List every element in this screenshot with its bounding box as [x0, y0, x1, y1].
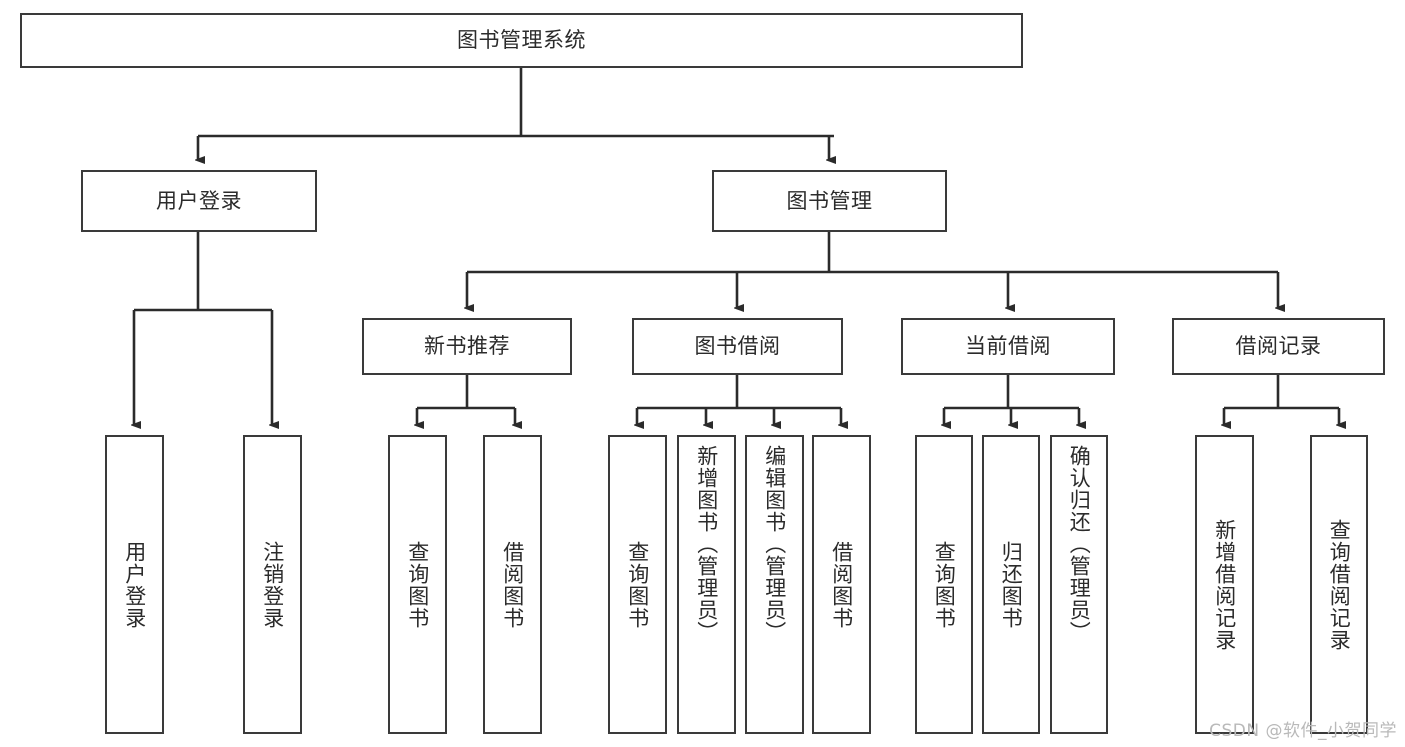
leaf-book-borrow-add[interactable]: 新增图书（管理员）	[677, 435, 736, 734]
node-label: 当前借阅	[965, 334, 1051, 359]
leaf-new-book-borrow[interactable]: 借阅图书	[483, 435, 542, 734]
leaf-book-borrow-edit[interactable]: 编辑图书（管理员）	[745, 435, 804, 734]
leaf-user-login-signin[interactable]: 用户登录	[105, 435, 164, 734]
leaf-borrow-record-query[interactable]: 查询借阅记录	[1310, 435, 1368, 734]
node-label: 用户登录	[122, 540, 147, 629]
leaf-current-borrow-return[interactable]: 归还图书	[982, 435, 1040, 734]
node-user-login[interactable]: 用户登录	[81, 170, 317, 232]
node-label: 归还图书	[999, 540, 1024, 629]
leaf-new-book-query[interactable]: 查询图书	[388, 435, 447, 734]
leaf-current-borrow-query[interactable]: 查询图书	[915, 435, 973, 734]
node-label: 图书管理	[786, 188, 873, 213]
node-label: 借阅图书	[829, 540, 854, 629]
leaf-user-login-signout[interactable]: 注销登录	[243, 435, 302, 734]
node-label: 查询借阅记录	[1327, 518, 1352, 651]
node-label: 查询图书	[625, 540, 650, 629]
node-label: 编辑图书（管理员）	[762, 445, 787, 643]
leaf-borrow-record-add[interactable]: 新增借阅记录	[1195, 435, 1254, 734]
node-label: 新增图书（管理员）	[694, 445, 719, 643]
node-root-system[interactable]: 图书管理系统	[20, 13, 1023, 68]
node-label: 图书管理系统	[457, 28, 586, 53]
node-current-borrow[interactable]: 当前借阅	[901, 318, 1115, 375]
node-label: 借阅图书	[500, 540, 525, 629]
node-label: 查询图书	[932, 540, 957, 629]
node-book-borrow[interactable]: 图书借阅	[632, 318, 843, 375]
leaf-book-borrow-borrow[interactable]: 借阅图书	[812, 435, 871, 734]
leaf-book-borrow-query[interactable]: 查询图书	[608, 435, 667, 734]
leaf-current-borrow-confirm-return[interactable]: 确认归还（管理员）	[1050, 435, 1108, 734]
node-label: 新书推荐	[424, 334, 510, 359]
node-label: 确认归还（管理员）	[1067, 445, 1092, 643]
node-label: 借阅记录	[1235, 334, 1322, 359]
watermark-text: CSDN @软件_小贺同学	[1209, 721, 1397, 741]
node-book-management[interactable]: 图书管理	[712, 170, 947, 232]
node-label: 用户登录	[156, 188, 242, 213]
node-label: 注销登录	[260, 540, 285, 629]
node-label: 图书借阅	[694, 334, 781, 359]
node-new-book-recommend[interactable]: 新书推荐	[362, 318, 572, 375]
node-label: 新增借阅记录	[1212, 518, 1237, 651]
node-borrow-record[interactable]: 借阅记录	[1172, 318, 1385, 375]
node-label: 查询图书	[405, 540, 430, 629]
